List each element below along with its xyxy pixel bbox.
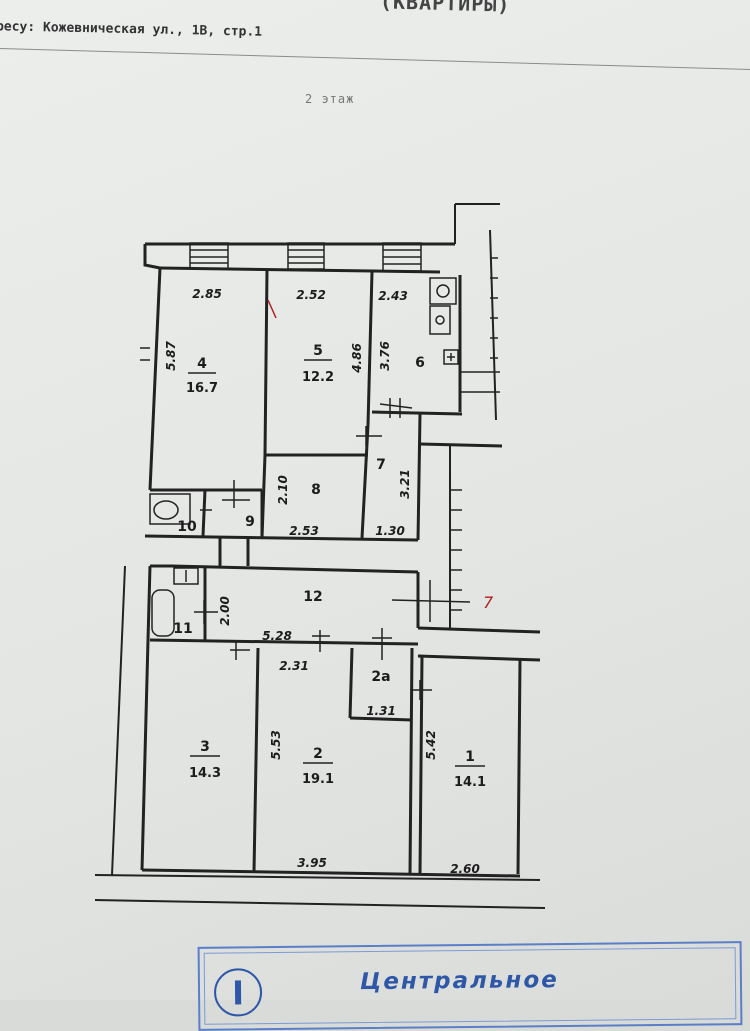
room-area-3: 14.3 xyxy=(189,766,221,781)
room-number-6: 6 xyxy=(415,355,425,371)
stamp-logo-icon xyxy=(213,968,263,1017)
fixtures xyxy=(149,277,459,637)
floor-plan: 4 16.7 5 12.2 6 7 8 9 10 11 12 2a 3 14.3… xyxy=(94,203,546,909)
dimension-label: 3.95 xyxy=(297,856,327,870)
dimension-label: 1.30 xyxy=(375,524,405,538)
room-number-7: 7 xyxy=(376,457,386,473)
dimension-label: 2.60 xyxy=(450,862,480,876)
room-number-4: 4 xyxy=(197,356,207,372)
hatch-marks xyxy=(140,257,500,611)
stove-icon xyxy=(429,277,457,305)
room-number-2a: 2a xyxy=(371,669,390,685)
dimension-label: 2.53 xyxy=(289,524,319,538)
windows xyxy=(189,242,422,272)
dimension-label: 5.53 xyxy=(269,730,283,760)
dimension-labels: 2.85 2.52 2.43 5.87 4.86 3.76 3.21 2.10 … xyxy=(164,287,480,876)
room-number-5: 5 xyxy=(313,343,323,359)
dimension-label: 2.85 xyxy=(192,287,222,301)
red-annotation: 7 xyxy=(483,593,494,612)
room-area-2: 19.1 xyxy=(302,772,334,787)
room-number-10: 10 xyxy=(177,519,197,535)
room-number-2: 2 xyxy=(313,746,323,762)
room-area-4: 16.7 xyxy=(186,381,218,396)
bathtub-icon xyxy=(151,589,175,637)
dimension-label: 3.21 xyxy=(398,469,412,499)
dimension-label: 5.87 xyxy=(164,341,178,371)
door-marks xyxy=(194,299,471,700)
room-area-5: 12.2 xyxy=(302,370,334,385)
stamp-logo-mark xyxy=(234,980,242,1005)
dimension-label: 5.28 xyxy=(262,629,292,643)
room-number-11: 11 xyxy=(173,621,192,637)
toilet-icon xyxy=(149,493,191,525)
dimension-label: 2.31 xyxy=(279,659,309,673)
dimension-label: 2.43 xyxy=(378,289,408,303)
walls xyxy=(94,203,546,909)
room-number-3: 3 xyxy=(200,739,210,755)
room-number-9: 9 xyxy=(245,514,255,530)
dimension-label: 5.42 xyxy=(424,730,438,760)
stamp-box: Центральное xyxy=(197,941,743,1031)
room-area-1: 14.1 xyxy=(454,775,486,790)
floor-label: 2 этаж xyxy=(305,92,355,106)
sink-icon xyxy=(429,305,451,335)
washbasin-icon xyxy=(173,567,199,585)
dimension-label: 1.31 xyxy=(366,704,396,718)
room-number-8: 8 xyxy=(311,482,321,498)
dimension-label: 2.00 xyxy=(218,596,232,626)
room-number-12: 12 xyxy=(303,589,322,605)
dimension-label: 4.86 xyxy=(350,343,364,374)
dimension-label: 2.10 xyxy=(276,475,290,505)
stamp-text: Центральное xyxy=(359,967,559,996)
room-number-1: 1 xyxy=(465,749,475,765)
room-labels: 4 16.7 5 12.2 6 7 8 9 10 11 12 2a 3 14.3… xyxy=(173,343,486,790)
dimension-label: 2.52 xyxy=(296,288,326,302)
dimension-label: 3.76 xyxy=(378,341,392,371)
